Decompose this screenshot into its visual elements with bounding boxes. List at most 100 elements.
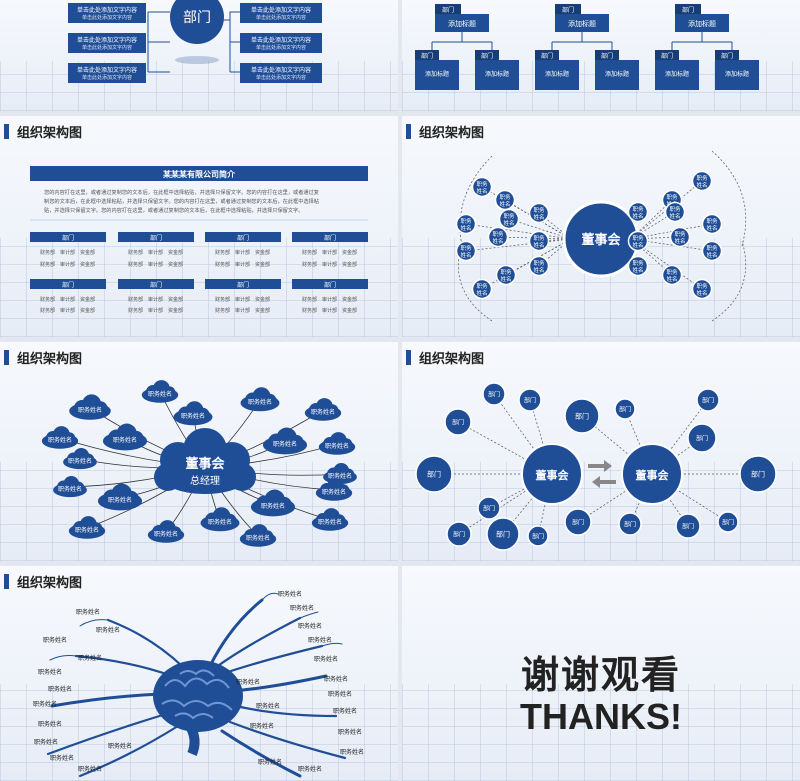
cloud-label: 职务姓名 [246,534,270,542]
cloud-label: 职务姓名 [261,502,285,510]
cloud-label: 职务姓名 [311,408,335,416]
slide-title-text: 组织架构图 [17,351,83,367]
node-circle [495,264,517,286]
node-label: 姓名 [696,181,707,189]
cloud-label: 职务姓名 [148,390,172,398]
node-label: 职务 [669,205,681,213]
node-label: 姓名 [706,224,717,232]
slide-title: 组织架构图 [4,348,83,367]
node-circle [564,508,592,536]
sub-item: 财务部 [302,249,317,256]
node-circle [739,455,777,493]
node-circle [675,513,701,539]
slide-7: 组织架构图 职务姓名职务姓名职务姓名职务姓名职务姓名职务姓名职务姓名职务姓名职务… [0,566,398,781]
cloud-node [41,426,79,449]
branch-label: 职务姓名 [236,678,260,686]
item-text: 单击此处添加文字内容 [256,74,306,81]
slide-2-diagram: 部门 添加标题 部门 添加标题 部门 添加标题 部门 添加标题 部门 添加标题 … [415,4,759,90]
node-label: 部门 [751,470,765,479]
node-circle [528,202,550,224]
cloud-node [141,380,179,403]
intro-text-line: 贴，并选择只保留文字。您的内容打在这里，或者通过复制您的文本后，在此框中选择粘贴… [44,206,303,214]
sub-item: 资金部 [168,296,183,303]
sub-item: 审计部 [60,296,75,303]
cloud-label: 职务姓名 [181,412,205,420]
branch-label: 职务姓名 [258,758,282,766]
slide-1-left-items: 单击此处添加文字内容 单击此处添加文字内容 单击此处添加文字内容 单击此处添加文… [68,3,146,83]
node-label: 职务 [503,212,515,220]
dept-grid-row-1: 部门 部门 部门 部门 财务部 审计部 资金部 财务部 审计部 资金部 财务部 … [30,232,368,268]
node-label: 部门 [682,523,694,531]
node-circle [487,226,509,248]
top-level-boxes: 部门 添加标题 部门 添加标题 部门 添加标题 [435,4,729,32]
cloud-node [240,387,280,412]
slide-2: 部门 添加标题 部门 添加标题 部门 添加标题 部门 添加标题 部门 添加标题 … [402,0,800,111]
sub-item: 资金部 [255,307,270,314]
slide-title: 组织架构图 [406,348,485,367]
node-circle [701,213,723,235]
node-label: 部门 [524,397,536,405]
cloud-label: 职务姓名 [248,398,272,406]
node-label: 职务 [666,268,678,276]
slide-title-text: 组织架构图 [419,125,485,141]
sub-item: 审计部 [148,307,163,314]
add-title: 添加标题 [485,70,509,78]
sub-item: 审计部 [235,249,250,256]
center-circle [170,0,224,44]
branch-label: 职务姓名 [78,765,102,773]
dept-label: 部门 [442,6,454,14]
cloud-label: 职务姓名 [48,436,72,444]
node-label: 姓名 [533,213,544,221]
sub-item: 审计部 [235,261,250,268]
node-label: 姓名 [669,212,680,220]
title-bar-icon [4,573,9,589]
dept-label: 部门 [601,52,613,60]
title-bar-icon [4,349,9,365]
sub-item: 审计部 [148,249,163,256]
slide-title-text: 组织架构图 [419,351,485,367]
slide-8: 谢谢观看 THANKS! [402,566,800,781]
cloud-label: 职务姓名 [78,406,102,414]
node-label: 姓名 [492,237,503,245]
title-bar-icon [406,123,411,139]
intro-text-line: 您的内容打在这里，或者通过复制您的文本后，在此框中选择粘贴，并选择只保留文字。您… [44,188,319,196]
node-label: 部门 [488,391,500,399]
dept-label: 部门 [541,52,553,60]
node-circle [455,213,477,235]
slide-7-diagram: 职务姓名职务姓名职务姓名职务姓名职务姓名职务姓名职务姓名职务姓名职务姓名职务姓名… [33,590,364,778]
node-circle [471,278,493,300]
sub-item: 审计部 [60,249,75,256]
cloud-node [315,478,353,501]
sub-item: 资金部 [80,261,95,268]
node-label: 姓名 [476,289,487,297]
dept-label: 部门 [324,281,336,289]
cloud-label: 职务姓名 [68,457,92,465]
branch-label: 职务姓名 [34,738,58,746]
sub-item: 审计部 [235,307,250,314]
node-label: 职务 [476,282,488,290]
sub-item: 资金部 [80,307,95,314]
node-circle [415,455,453,493]
sub-item: 资金部 [80,296,95,303]
center-left-circle [521,443,583,505]
sub-item: 财务部 [302,261,317,268]
branch-label: 职务姓名 [340,748,364,756]
center-label: 董事会 [185,456,225,472]
node-label: 姓名 [632,266,643,274]
node-label: 职务 [492,230,504,238]
cloud-node [239,524,277,547]
dept-grid-row-2: 部门 部门 部门 部门 财务部 审计部 资金部 财务部 审计部 资金部 财务部 … [30,279,368,314]
slide-title-text: 组织架构图 [17,125,83,141]
sub-item: 审计部 [235,296,250,303]
node-label: 职务 [460,244,472,252]
slide-4: 组织架构图 董事会 职务姓名职务姓名职务姓名职务姓名职务姓名职务姓名职务姓名职务… [402,116,800,337]
branch-label: 职务姓名 [250,722,274,730]
node-label: 职务 [706,217,718,225]
branch-label: 职务姓名 [76,608,100,616]
item-text: 单击此处添加文字内容 [251,66,311,74]
center-left-label: 董事会 [536,468,570,482]
cloud-node [323,462,357,485]
dept-label: 部门 [661,52,673,60]
node-circle [717,511,739,533]
sub-item: 资金部 [342,261,357,268]
